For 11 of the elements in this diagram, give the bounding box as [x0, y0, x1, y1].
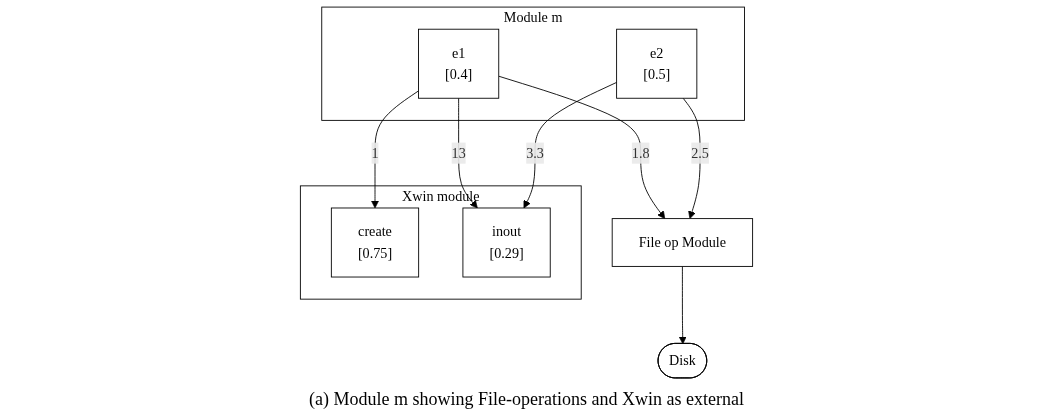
node-box: inout [0.29] — [462, 207, 551, 278]
caption: (a) Module m showing File-operations and Xwin as external — [308, 388, 745, 411]
edge-label: 2.5 — [691, 145, 709, 161]
edge-label: 13 — [451, 145, 466, 161]
node-box: e1 [0.4] — [418, 28, 500, 99]
node-box: e2 [0.5] — [616, 28, 698, 99]
node-box: File op Module — [611, 218, 754, 267]
node-box: create [0.75] — [330, 207, 420, 278]
edge-label: 1 — [371, 145, 379, 161]
edge-label: 1.8 — [631, 145, 650, 161]
edge-label: 3.3 — [526, 145, 544, 161]
